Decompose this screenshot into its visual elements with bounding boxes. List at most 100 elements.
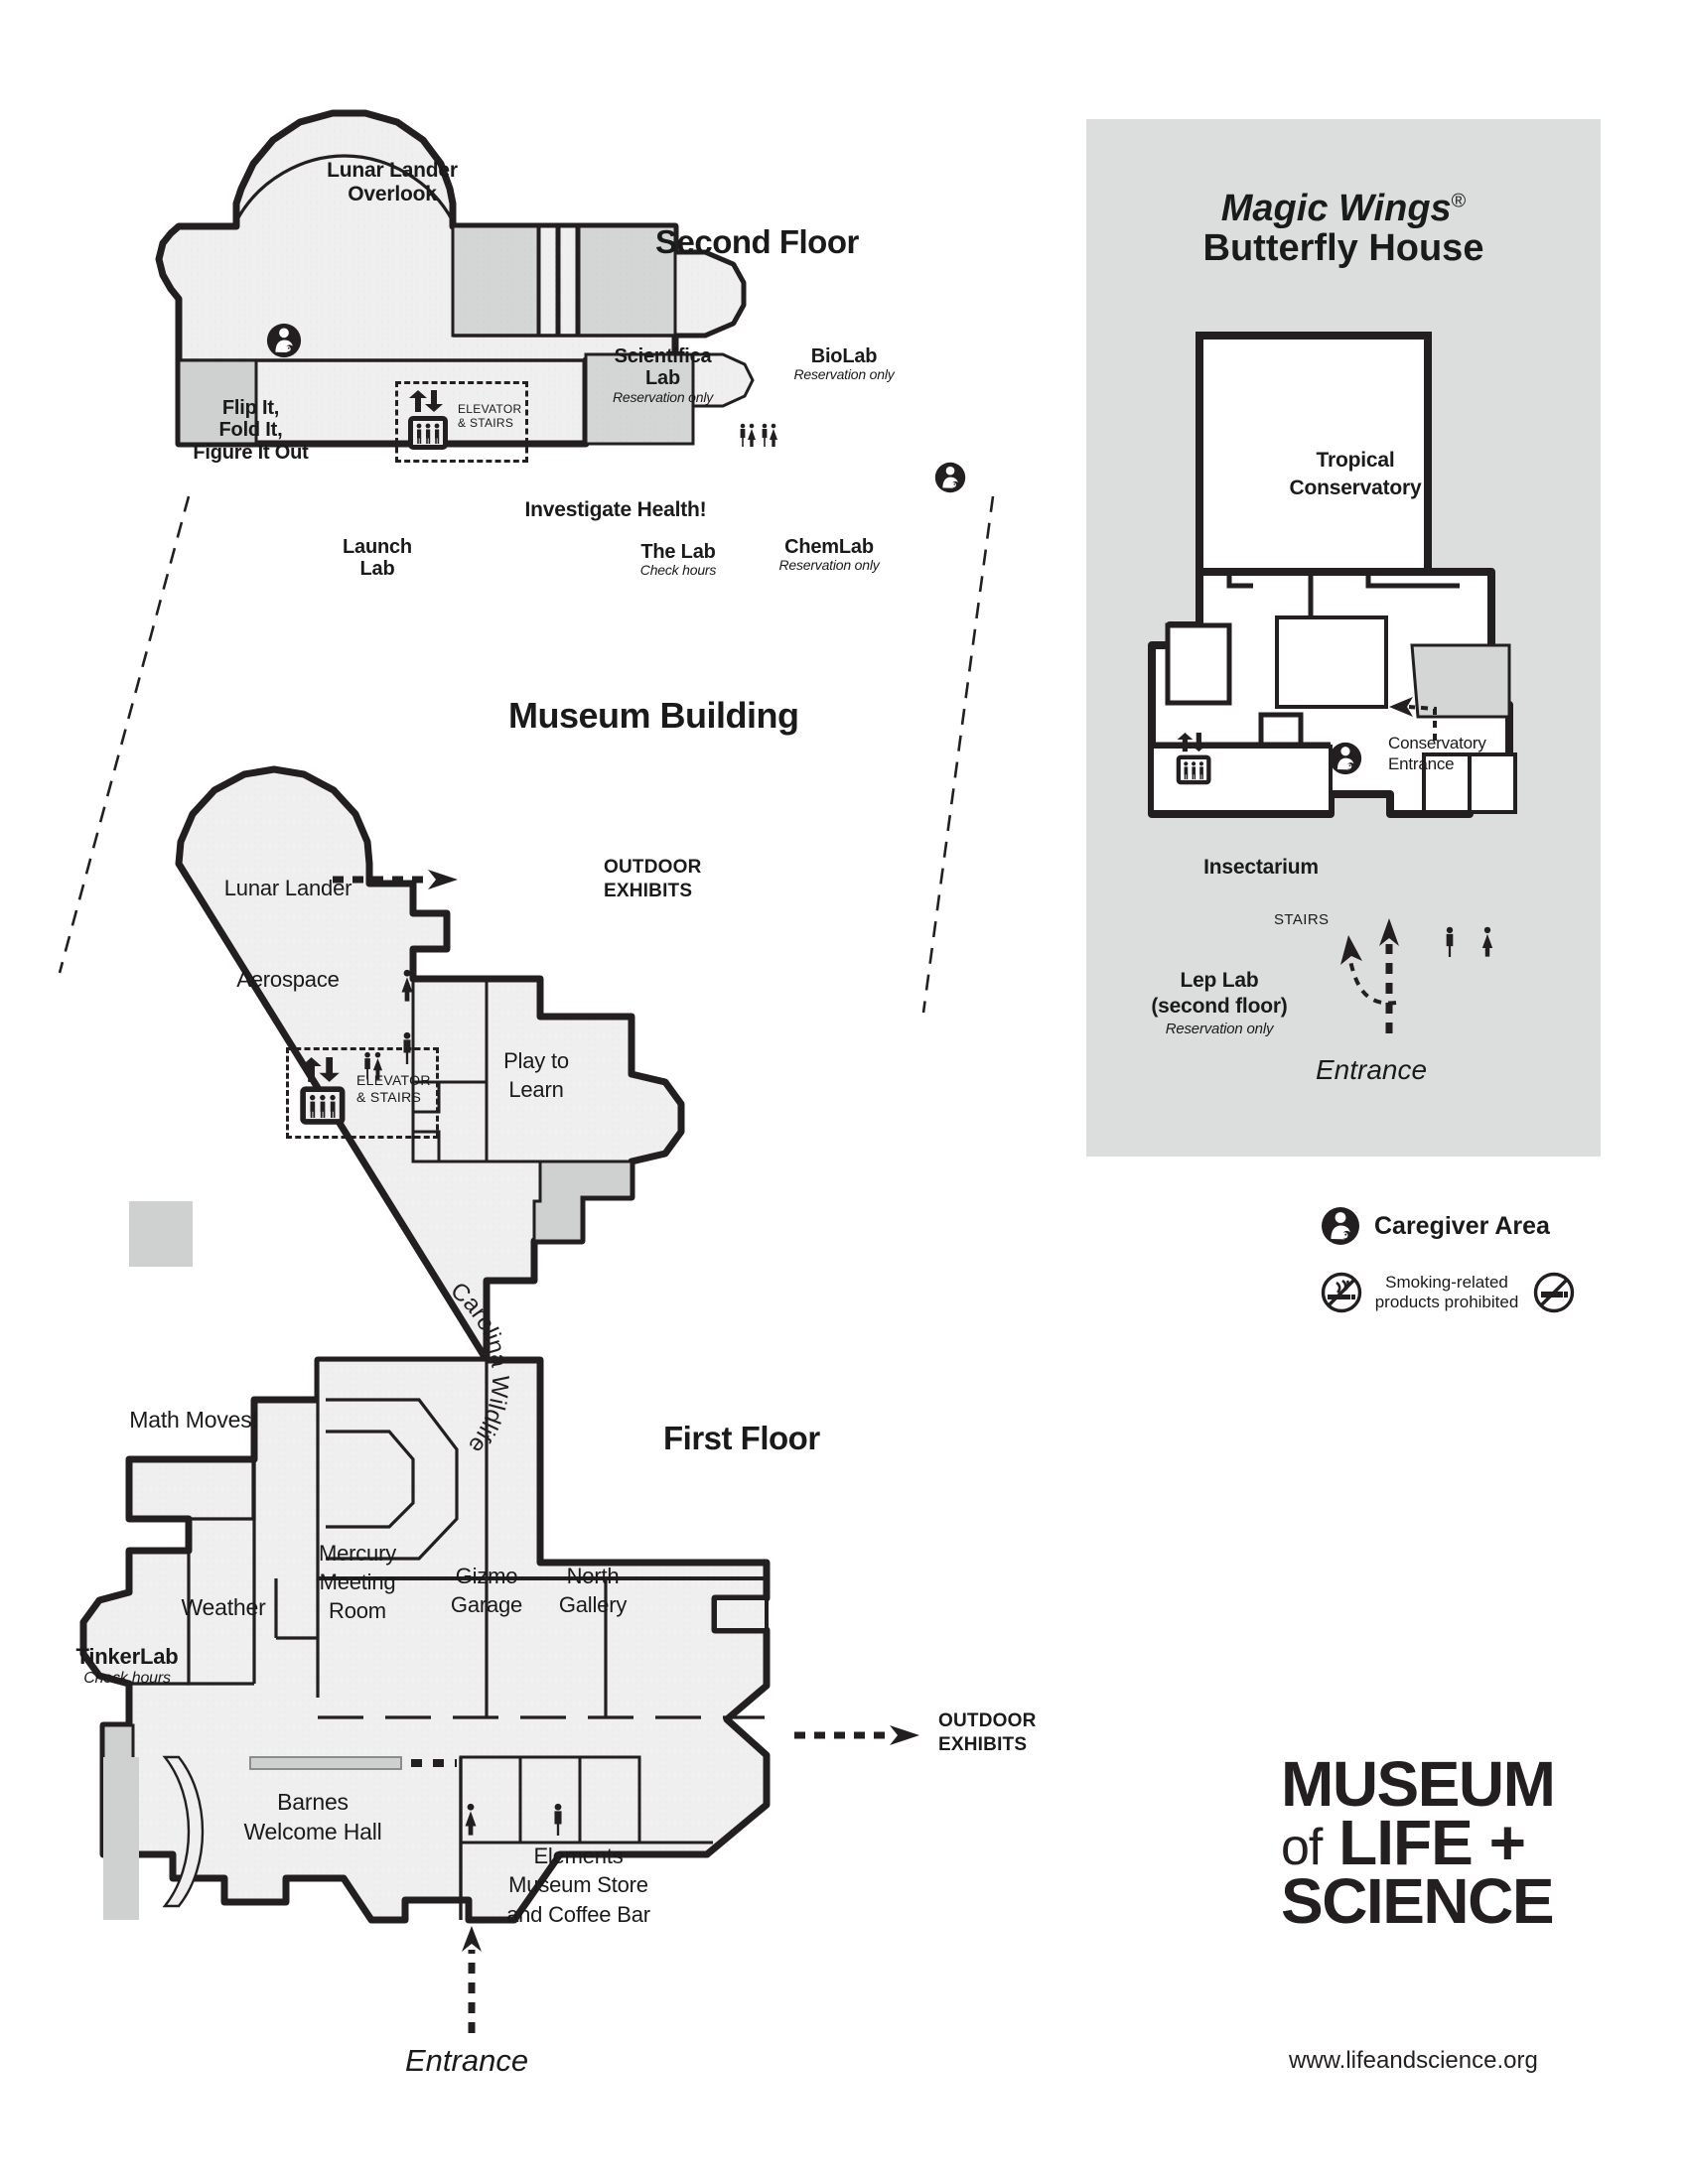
label-weather: Weather — [181, 1594, 266, 1620]
service-block-left — [129, 1201, 193, 1267]
service-strip-bottom-left — [103, 1757, 139, 1920]
butterfly-elevator-block[interactable] — [1165, 622, 1232, 706]
label-lunar-lander-overlook: Lunar Lander Overlook — [327, 159, 458, 205]
legend-row-smoking: Smoking-related products prohibited — [1321, 1272, 1599, 1313]
label-outdoor-exhibits-bottom: OUTDOOR EXHIBITS — [938, 1710, 1037, 1756]
first-floor-plan — [79, 765, 771, 1924]
restroom-icons — [740, 423, 777, 447]
restroom-icon-women — [401, 969, 413, 1002]
butterfly-service-block — [1410, 643, 1511, 719]
restroom-strip-b — [557, 224, 579, 338]
chemlab-note: Reservation only — [778, 557, 880, 574]
label-flip-fold-figure: Flip It, Fold It, Figure It Out — [193, 397, 309, 464]
the-lab-note: Check hours — [639, 562, 717, 579]
elevator-icon — [300, 1057, 346, 1125]
label-conservatory-entrance: Conservatory Entrance — [1388, 734, 1486, 774]
label-investigate-health: Investigate Health! — [524, 498, 707, 521]
butterfly-house-plan — [1148, 332, 1517, 818]
label-north-gallery: North Gallery — [558, 1564, 628, 1618]
logo-line-1: MUSEUM — [1281, 1748, 1556, 1820]
chemlab-room[interactable] — [584, 352, 695, 446]
label-carolina-wildlife: Carolina Wildlife — [445, 1277, 513, 1458]
label-lep-lab: Lep Lab (second floor) Reservation only — [1110, 968, 1329, 1039]
website-url[interactable]: www.lifeandscience.org — [1289, 2047, 1538, 2074]
service-block-sf — [177, 358, 258, 446]
overlook-arch — [234, 154, 455, 226]
restroom-strip-a — [537, 224, 559, 338]
second-floor-lower-lobe — [691, 352, 755, 408]
label-elements-store: Elements Museum Store and Coffee Bar — [506, 1843, 650, 1927]
second-floor-plan — [155, 109, 755, 448]
welcome-desk — [249, 1756, 402, 1770]
caregiver-icon — [1329, 742, 1362, 775]
elevator-stairs-label: ELEVATOR & STAIRS — [458, 402, 522, 431]
label-gizmo-garage: Gizmo Garage — [450, 1564, 523, 1618]
first-floor-title: First Floor — [663, 1420, 820, 1456]
label-entrance-museum: Entrance — [405, 2043, 529, 2078]
elevator-stairs-badge-first-floor[interactable]: ELEVATOR & STAIRS — [286, 1047, 439, 1139]
legend-caregiver-label: Caregiver Area — [1374, 1211, 1550, 1240]
restroom-icon-women — [1481, 926, 1493, 957]
label-chemlab: ChemLab Reservation only — [750, 536, 909, 574]
label-scientifica-lab: Scientifica Lab Reservation only — [596, 345, 730, 405]
label-mercury-meeting-room: Mercury Meeting Room — [318, 1541, 397, 1624]
label-math-moves: Math Moves! — [129, 1407, 258, 1433]
play-to-learn-terrace — [532, 1160, 633, 1243]
logo-line-3: SCIENCE — [1281, 1864, 1555, 1937]
lobby-curve — [162, 1755, 205, 1908]
floor-connector-lines — [58, 495, 995, 1014]
north-gallery-lobes — [713, 1596, 769, 1632]
carolina-wildlife-enclosure[interactable] — [316, 1358, 489, 1580]
tinkerlab-note: Check hours — [83, 1669, 171, 1687]
caregiver-icon — [934, 462, 966, 493]
scientifica-lab-room[interactable] — [451, 224, 540, 338]
label-tinkerlab: TinkerLab Check hours — [48, 1644, 207, 1688]
elevator-stairs-badge-second-floor[interactable]: ELEVATOR & STAIRS — [395, 381, 528, 463]
entrance-arrow-butterfly-house — [1379, 918, 1399, 1033]
restroom-block-first-floor — [459, 1755, 713, 1844]
butterfly-house-title: Magic Wings® Butterfly House — [1202, 188, 1484, 270]
elevator-icon — [1176, 733, 1211, 785]
label-tropical-conservatory: Tropical Conservatory — [1289, 449, 1422, 499]
outdoor-exhibits-arrow-bottom — [794, 1725, 919, 1745]
label-barnes-welcome-hall: Barnes Welcome Hall — [243, 1789, 382, 1845]
svg-text:Carolina Wildlife: Carolina Wildlife — [445, 1277, 513, 1458]
restroom-icon-women — [465, 1803, 477, 1836]
elevator-stairs-label: ELEVATOR & STAIRS — [356, 1072, 431, 1105]
tropical-conservatory-room[interactable] — [1196, 332, 1432, 576]
label-lunar-lander: Lunar Lander — [223, 876, 352, 900]
legend-smoking-label: Smoking-related products prohibited — [1374, 1273, 1519, 1311]
legend-row-caregiver: Caregiver Area — [1321, 1206, 1599, 1246]
lep-lab-note: Reservation only — [1165, 1020, 1274, 1037]
restroom-icon-men — [403, 1031, 411, 1064]
label-the-lab: The Lab Check hours — [614, 541, 743, 579]
elevator-icon — [408, 390, 448, 450]
caregiver-icon — [266, 323, 302, 358]
entrance-arrow-museum — [462, 1926, 482, 2033]
label-insectarium: Insectarium — [1203, 856, 1319, 879]
label-outdoor-exhibits-top: OUTDOOR EXHIBITS — [604, 857, 702, 902]
outdoor-exhibits-arrow-top — [333, 870, 458, 889]
label-play-to-learn: Play to Learn — [503, 1048, 569, 1102]
conservatory-entrance-arrow — [1389, 697, 1437, 741]
restroom-icon-family — [364, 1051, 383, 1080]
butterfly-restroom-block — [1422, 752, 1517, 814]
caregiver-icon — [1322, 1207, 1359, 1245]
biolab-note: Reservation only — [793, 366, 895, 383]
label-stairs: STAIRS — [1274, 911, 1330, 928]
logo-line-2: of LIFE + — [1281, 1806, 1526, 1878]
map-legend: Caregiver Area Smoking-related products … — [1321, 1206, 1599, 1313]
museum-logo: MUSEUM of LIFE + SCIENCE — [1281, 1748, 1556, 1937]
second-floor-right-lobe — [673, 251, 745, 337]
registered-mark: ® — [1451, 190, 1467, 212]
restroom-icon-men — [554, 1803, 562, 1836]
museum-building-title: Museum Building — [508, 695, 799, 736]
scientifica-note: Reservation only — [612, 388, 714, 405]
no-smoking-icon — [1321, 1272, 1362, 1313]
label-biolab: BioLab Reservation only — [770, 345, 918, 383]
restroom-icon-men — [1446, 926, 1454, 957]
label-entrance-butterfly-house: Entrance — [1316, 1054, 1428, 1085]
second-floor-title: Second Floor — [655, 223, 859, 260]
butterfly-caregiver-room — [1275, 615, 1388, 709]
